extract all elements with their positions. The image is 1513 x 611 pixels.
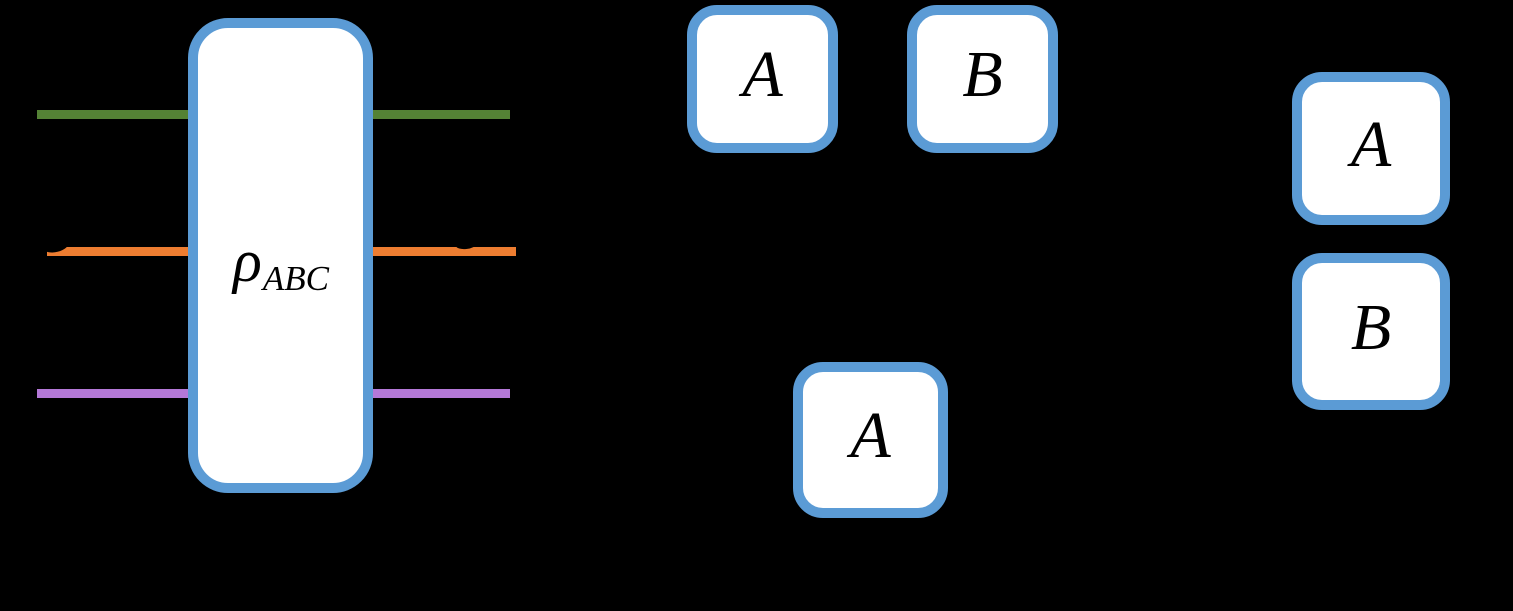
rho-symbol: ρ (233, 227, 262, 294)
system-box-label: B (962, 38, 1003, 111)
rho-subscript: ABC (262, 258, 329, 298)
system-box-label: A (850, 399, 891, 472)
system-box-b-top: B (907, 5, 1058, 153)
system-box-a-top: A (687, 5, 838, 153)
system-box-b-right: B (1292, 253, 1450, 410)
system-box-label: A (742, 38, 783, 111)
system-box-label: B (1350, 290, 1392, 364)
state-box-label: ρABC (198, 227, 363, 295)
system-box-a-bottom: A (793, 362, 948, 518)
system-box-label: A (1350, 107, 1392, 181)
system-box-a-right: A (1292, 72, 1450, 225)
state-box-rho-abc: ρABC (188, 18, 373, 493)
